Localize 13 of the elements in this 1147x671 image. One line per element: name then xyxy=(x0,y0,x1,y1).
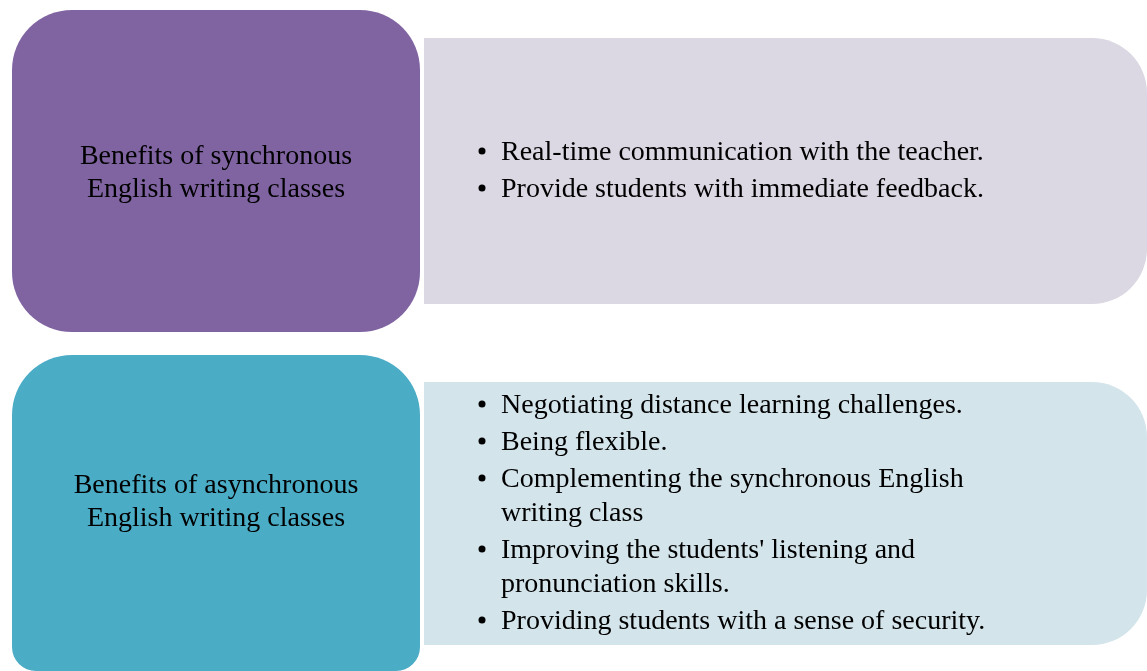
bullet-point: Real-time communication with the teacher. xyxy=(501,135,984,166)
bullet-point: Provide students with immediate feedback. xyxy=(501,172,984,203)
panel-heading: Benefits of asynchronous English writing classes xyxy=(72,467,360,533)
bullet-point: Being flexible. xyxy=(501,425,668,456)
panel-heading: Benefits of synchronous English writing classes xyxy=(78,138,354,204)
heading-panel xyxy=(12,10,420,332)
bullet-point: Providing students with a sense of security. xyxy=(501,604,986,635)
content-panel xyxy=(424,38,1147,304)
bullet-point: Improving the students' listening and pronunciation skills. xyxy=(501,533,916,598)
bullet-point: Negotiating distance learning challenges. xyxy=(501,388,963,419)
bullet-point: Complementing the synchronous English writing class xyxy=(501,462,964,527)
content-panel xyxy=(424,382,1147,645)
heading-panel xyxy=(12,355,420,671)
